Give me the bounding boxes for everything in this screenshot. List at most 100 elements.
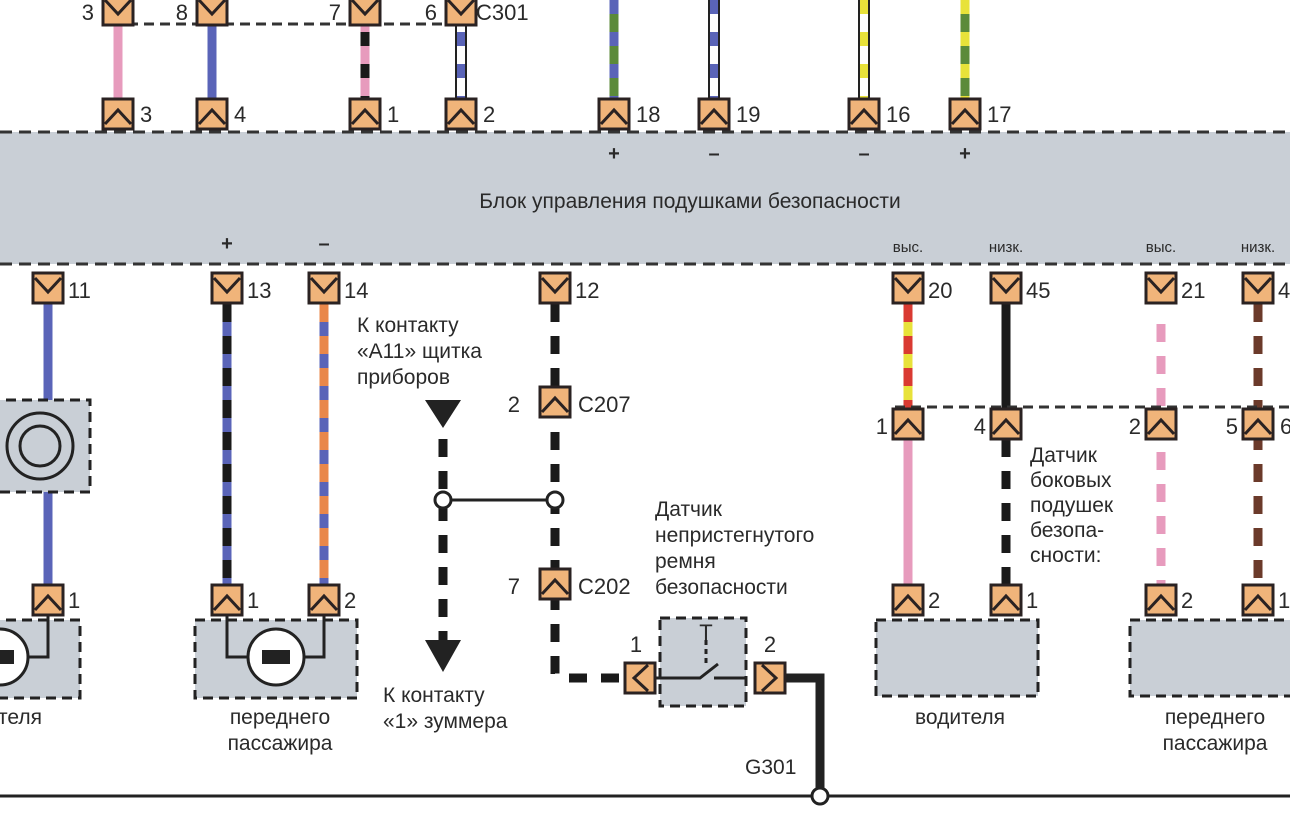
- cu-bottom-pin-label: 21: [1181, 278, 1205, 303]
- connector-pin-glyph: [309, 276, 339, 295]
- airbag-clockspring-box: [0, 398, 92, 494]
- connector-pin: [101, 97, 135, 131]
- c202-pin-label: 7: [508, 574, 520, 599]
- polarity-label: +: [608, 143, 620, 165]
- connector-pin: [31, 271, 65, 305]
- connector-pin: [847, 97, 881, 131]
- connector-pin: [1241, 271, 1275, 305]
- connector-pin: [307, 583, 341, 617]
- connector-pin: [891, 271, 925, 305]
- device-pin-label: 1: [1278, 588, 1290, 613]
- connector-pin-glyph: [212, 276, 242, 295]
- cu-bottom-pin-label: 45: [1026, 278, 1050, 303]
- label-front-passenger-right: переднего: [1165, 706, 1265, 729]
- cu-bottom-pin-label: 20: [928, 278, 952, 303]
- connector-belt-pin-1: [623, 661, 657, 695]
- label-ground-g301: G301: [745, 756, 796, 779]
- connector-c301-pin-glyph: [446, 0, 476, 17]
- device-pin-label: 2: [1181, 588, 1193, 613]
- ground-point-g301: [810, 786, 830, 806]
- cu-bottom-pin-label: 12: [575, 278, 599, 303]
- connector-pin: [210, 583, 244, 617]
- squib-element-icon: [0, 650, 14, 664]
- connector-pin: [195, 97, 229, 131]
- arrow-to-buzzer-icon: [425, 640, 461, 672]
- connector-c207-glyph: [540, 395, 570, 414]
- belt-pin-label: 1: [630, 632, 642, 657]
- device-pin-label: 2: [928, 588, 940, 613]
- connector-pin-glyph: [33, 593, 63, 612]
- connector-pin-glyph: [540, 276, 570, 295]
- passenger-side-sensor-box: [1128, 618, 1290, 698]
- connector-belt-pin-2: [753, 661, 787, 695]
- connector-pin: [891, 583, 925, 617]
- cu-top-pin-label: 18: [636, 102, 660, 127]
- cu-bottom-pin-label: 13: [247, 278, 271, 303]
- polarity-label: низк.: [989, 239, 1023, 256]
- control-unit-title: Блок управления подушками безопасности: [479, 190, 900, 213]
- c207-name: C207: [578, 392, 631, 417]
- belt-switch-icon: [656, 662, 746, 680]
- connector-pin: [1241, 407, 1275, 441]
- c207-pin-label: 2: [508, 392, 520, 417]
- wire-ground: [784, 673, 825, 795]
- connector-pin-glyph: [699, 107, 729, 126]
- belt-switch-mark: T: [699, 620, 712, 645]
- connector-c202: [538, 567, 572, 601]
- polarity-label: –: [318, 233, 329, 255]
- connector-belt-pin-2-glyph: [760, 663, 779, 693]
- c301-name: C301: [476, 0, 529, 25]
- connector-pin: [307, 271, 341, 305]
- connector-pin-glyph: [991, 276, 1021, 295]
- connector-pin-glyph: [212, 593, 242, 612]
- label-belt-sensor: ремня: [655, 550, 716, 573]
- label-side-sensor: Датчик: [1030, 444, 1098, 467]
- connector-pin-glyph: [599, 107, 629, 126]
- cu-top-pin-label: 19: [736, 102, 760, 127]
- polarity-label: –: [708, 143, 719, 165]
- connector-pin-glyph: [849, 107, 879, 126]
- squib-element-icon: [262, 650, 290, 664]
- c202-name: C202: [578, 574, 631, 599]
- label-side-sensor: боковых: [1030, 469, 1112, 492]
- connector-pin: [31, 583, 65, 617]
- polarity-label: +: [221, 233, 233, 255]
- connector-pin-glyph: [893, 417, 923, 436]
- arrow-from-a11-icon: [425, 400, 461, 428]
- polarity-label: +: [959, 143, 971, 165]
- device-pin-label: 1: [68, 588, 80, 613]
- device-pin-label: 1: [1026, 588, 1038, 613]
- connector-pin-glyph: [103, 107, 133, 126]
- connector-c207: [538, 385, 572, 419]
- connector-pin: [1144, 407, 1178, 441]
- polarity-label: –: [858, 143, 869, 165]
- connector-pin: [538, 271, 572, 305]
- cu-bottom-pin-label: 4: [1278, 278, 1290, 303]
- side-connector-pin-label: 1: [876, 414, 888, 439]
- connector-pin-glyph: [1146, 593, 1176, 612]
- label-front-passenger: переднего: [230, 706, 330, 729]
- label-belt-sensor: Датчик: [655, 498, 723, 521]
- label-front-passenger-right: пассажира: [1163, 732, 1268, 755]
- side-connector-pin-label: 5: [1226, 414, 1238, 439]
- side-connector-pin-label: 2: [1129, 414, 1141, 439]
- label-to-a11: К контакту: [357, 314, 459, 337]
- connector-pin-glyph: [991, 593, 1021, 612]
- squib-leads: [225, 612, 326, 659]
- label-driver: водителя: [915, 706, 1005, 729]
- connector-pin: [1144, 583, 1178, 617]
- clockspring-outer-icon: [5, 411, 75, 481]
- connector-pin-glyph: [991, 417, 1021, 436]
- polarity-label: низк.: [1241, 239, 1275, 256]
- connector-pin: [891, 407, 925, 441]
- connector-c301-pin-glyph: [350, 0, 380, 17]
- c301-lower-pin-label: 3: [140, 102, 152, 127]
- connector-pin: [597, 97, 631, 131]
- c301-upper-pin-label: 7: [329, 0, 341, 25]
- connector-c301-pin-glyph: [103, 0, 133, 17]
- label-driver-partial: теля: [0, 706, 42, 729]
- splice-point: [545, 490, 565, 510]
- cu-bottom-pin-label: 14: [344, 278, 368, 303]
